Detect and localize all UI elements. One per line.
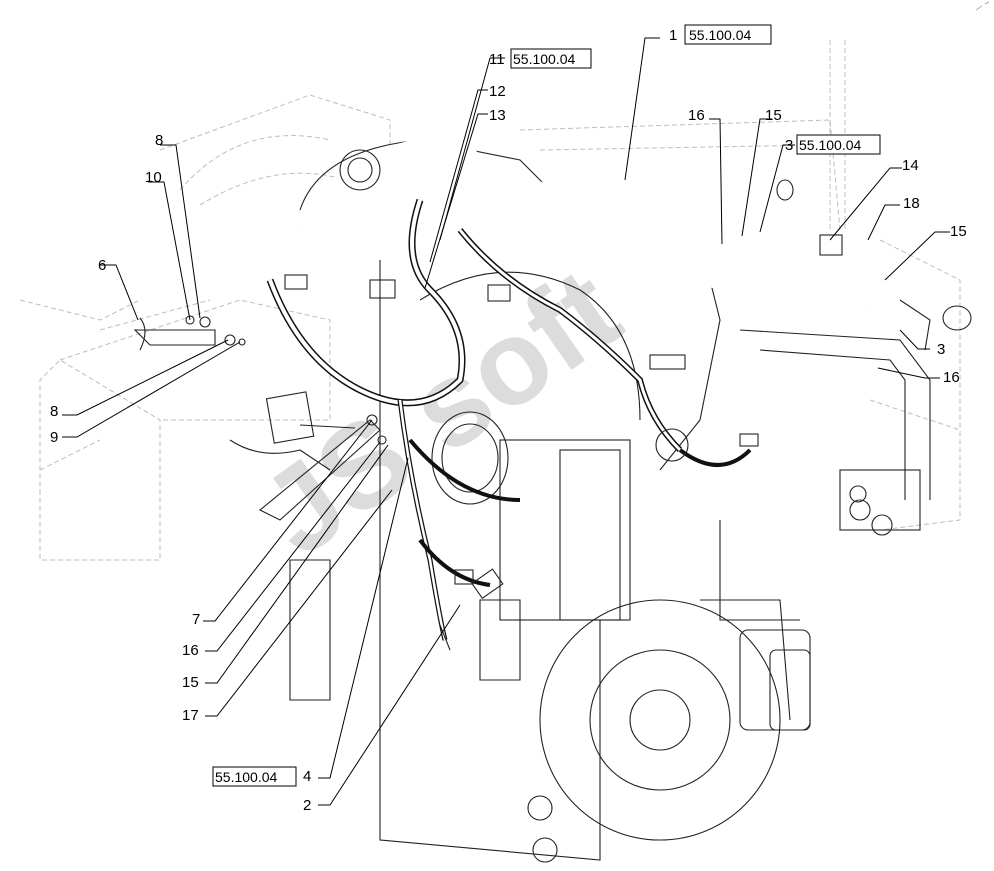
callout-15-top: 15 [765, 107, 782, 124]
callout-4: 4 [303, 768, 311, 785]
pto-flange [527, 599, 811, 863]
callout-15-right: 15 [950, 223, 967, 240]
callout-18: 18 [903, 195, 920, 212]
reference-box-4: 55.100.04 [215, 769, 277, 785]
callout-9: 9 [50, 429, 58, 446]
callout-labels: 1 11 12 13 8 10 6 8 9 16 15 3 14 18 15 3… [50, 27, 967, 814]
callout-2: 2 [303, 797, 311, 814]
callout-6: 6 [98, 257, 106, 274]
wiring-harness [265, 136, 931, 651]
reference-box-3: 55.100.04 [799, 137, 861, 153]
reference-box-1: 55.100.04 [689, 27, 751, 43]
reference-box-11: 55.100.04 [513, 51, 575, 67]
transmission-housing-ghost [19, 40, 961, 561]
watermark: JS soft [238, 242, 643, 581]
reference-boxes: 55.100.04 55.100.04 55.100.04 55.100.04 [212, 24, 881, 787]
callout-17: 17 [182, 707, 199, 724]
callout-11: 11 [489, 51, 505, 68]
callout-16-top: 16 [688, 107, 705, 124]
callout-1: 1 [669, 27, 677, 44]
callout-14: 14 [902, 157, 919, 174]
leader-lines [62, 37, 950, 806]
callout-7: 7 [192, 611, 200, 628]
callout-8-bottom: 8 [50, 403, 58, 420]
corner-mark [975, 1, 990, 11]
callout-3-right: 3 [937, 341, 945, 358]
callout-16-right: 16 [943, 369, 960, 386]
callout-8-top: 8 [155, 132, 163, 149]
callout-10: 10 [145, 169, 162, 186]
hydraulic-valves [739, 179, 972, 536]
callout-3-top: 3 [785, 137, 793, 154]
brackets-and-fasteners [133, 315, 387, 521]
callout-16-bottom: 16 [182, 642, 199, 659]
callout-13: 13 [489, 107, 506, 124]
transmission-body [229, 139, 800, 861]
callout-15-bottom: 15 [182, 674, 199, 691]
callout-12: 12 [489, 83, 506, 100]
watermark-text: JS soft [238, 242, 643, 581]
